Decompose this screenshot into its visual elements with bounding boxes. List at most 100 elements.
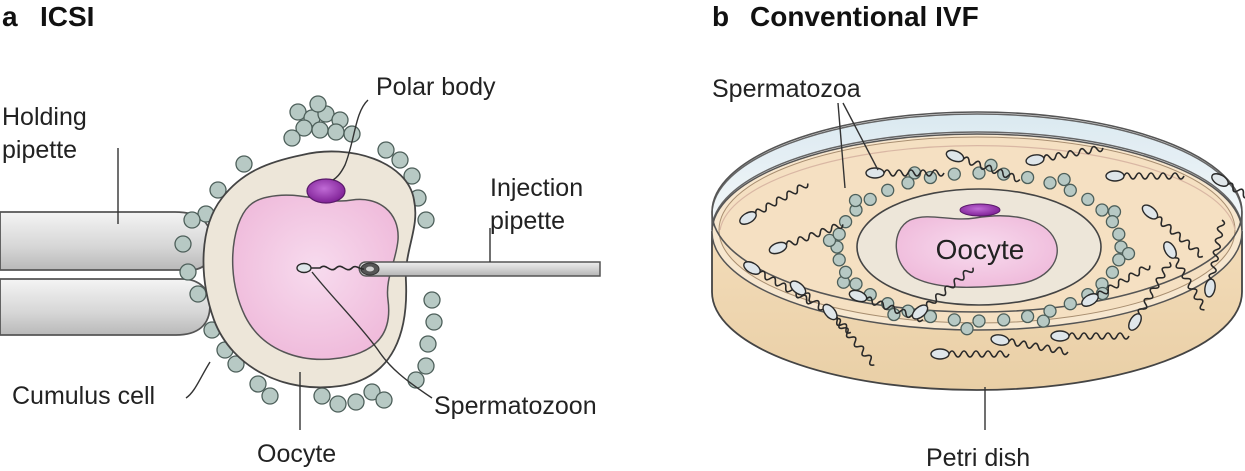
cumulus-cell-b (1112, 253, 1126, 267)
label-spermatozoa: Spermatozoa (712, 75, 861, 103)
cumulus-cell-b (947, 313, 961, 327)
cumulus-cell-b (848, 193, 863, 208)
cumulus-cell-b (1105, 215, 1120, 229)
panel-b-title: Conventional IVF (750, 1, 979, 32)
cumulus-cell-b (1121, 246, 1136, 261)
cumulus-cell-b (1020, 170, 1035, 185)
leader-spermatozoon (311, 271, 433, 399)
spermatozoon (1211, 173, 1245, 217)
cumulus-cell-b (863, 192, 877, 207)
cumulus-cell-a (407, 371, 425, 389)
cumulus-cell-b (1043, 304, 1057, 318)
spermatozoon (822, 303, 875, 366)
polar-body (306, 178, 346, 204)
spermatozoa-group (739, 145, 1245, 366)
cumulus-cell-a (189, 285, 207, 303)
label-holding-line2: pipette (2, 136, 77, 164)
cumulus-cell-a (363, 383, 381, 401)
cumulus-cell-a (235, 155, 253, 173)
cumulus-cell-a (417, 357, 435, 375)
spermatozoon (739, 183, 809, 225)
spermatozoon (990, 334, 1069, 356)
cumulus-cell-b (960, 322, 974, 336)
cumulus-cell-a (174, 235, 192, 253)
cumulus-cell-b (972, 314, 986, 328)
cumulus-cell-a (249, 375, 267, 393)
spermatozoon (1025, 145, 1104, 166)
cumulus-cell-b (832, 227, 846, 241)
cumulus-cell-b (1063, 183, 1077, 197)
cumulus-cell-b (838, 265, 853, 279)
cumulus-cell-a (327, 123, 345, 141)
spermatozoon (865, 167, 945, 179)
spermatozoon (1081, 265, 1151, 307)
cumulus-cell-a (403, 167, 421, 185)
polar-body-b (959, 203, 1001, 217)
cumulus-cell-a (329, 395, 347, 413)
cumulus-cell-b (1036, 314, 1051, 328)
cumulus-cell-a (417, 211, 435, 229)
label-injection-line2: pipette (490, 207, 565, 235)
cumulus-cell-b (1095, 203, 1109, 217)
panel-b-letter: b (712, 1, 729, 32)
label-oocyte-a: Oocyte (257, 440, 336, 468)
injection-pipette (358, 261, 601, 277)
panel-a-letter: a (2, 1, 18, 32)
label-holding-line1: Holding (2, 103, 87, 131)
cumulus-cell-b (984, 158, 998, 172)
cumulus-cell-a (375, 391, 393, 409)
cumulus-cell-b (822, 233, 837, 248)
cumulus-cell-a (227, 355, 245, 373)
spermatozoon (1141, 204, 1204, 258)
spermatozoon-injected (296, 262, 365, 274)
label-petri-dish: Petri dish (926, 444, 1030, 471)
cumulus-cell-a (261, 387, 279, 405)
oocyte-cytoplasm-b (895, 215, 1058, 288)
label-oocyte-b: Oocyte (936, 234, 1025, 265)
spermatozoon (1050, 330, 1130, 342)
leader-spermatozoa-1 (837, 102, 846, 189)
label-injection-line1: Injection (490, 174, 583, 202)
leader-polar-body (332, 99, 369, 181)
cumulus-cell-a (313, 387, 331, 405)
cumulus-cell-b (1105, 265, 1120, 279)
cumulus-cell-a (425, 313, 443, 331)
cumulus-cell-a (209, 181, 227, 199)
cumulus-cell-b (997, 313, 1011, 327)
holding-pipette (0, 211, 213, 336)
panel-a-title: ICSI (40, 1, 94, 32)
panel-a: a ICSI Holding pi (0, 1, 601, 468)
cumulus-cell-a (311, 121, 329, 139)
cumulus-cell-b (947, 167, 961, 181)
cumulus-cell-b (849, 277, 863, 291)
cumulus-cell-a (391, 151, 409, 169)
label-cumulus-cell: Cumulus cell (12, 382, 155, 410)
cumulus-cell-b (923, 309, 938, 324)
cumulus-cell-a (283, 129, 301, 147)
cumulus-cell-a (183, 211, 201, 229)
cumulus-cell-a (347, 393, 365, 411)
spermatozoon (743, 261, 813, 305)
cumulus-cell-a (419, 335, 437, 353)
spermatozoon (930, 348, 1010, 360)
cumulus-cell-b (838, 215, 853, 229)
cumulus-cell-b (832, 253, 846, 267)
cumulus-cell-b (1020, 309, 1035, 324)
label-polar-body: Polar body (376, 73, 496, 101)
cumulus-cell-b (1063, 297, 1077, 311)
spermatozoon (945, 149, 1021, 183)
cumulus-cell-b (1057, 172, 1071, 187)
spermatozoon (1163, 241, 1205, 311)
cumulus-cell-b (887, 307, 901, 322)
cumulus-cell-b (972, 166, 986, 180)
spermatozoon (1204, 219, 1226, 298)
panel-b: b Conventional IVF Oocyte Spermatozoa Pe… (711, 1, 1245, 471)
cumulus-cell-a (179, 263, 197, 281)
spermatozoon (1105, 170, 1185, 182)
cumulus-cell-b (1112, 227, 1126, 241)
cumulus-cell-a (309, 95, 327, 113)
spermatozoon (768, 223, 844, 255)
cumulus-cell-a (423, 291, 441, 309)
